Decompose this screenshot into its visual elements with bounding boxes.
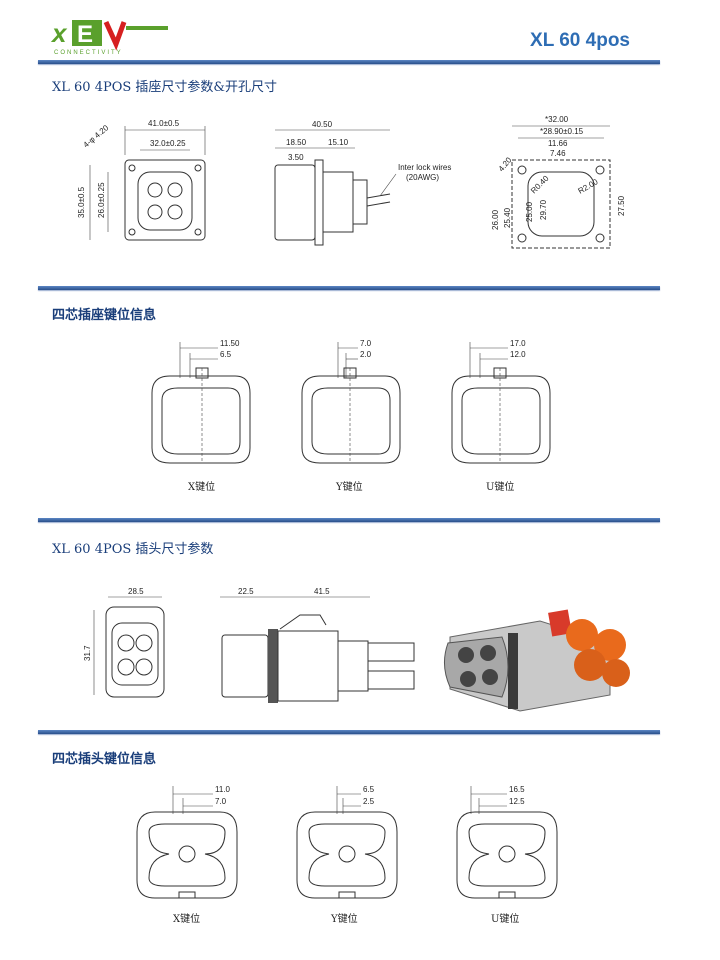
section-title-plug-keys: 四芯插头键位信息 [52, 752, 157, 767]
panel-cutout-view: *32.00 *28.90±0.15 11.66 7.46 4.20 26.00… [491, 115, 626, 249]
logo-x-letter: x [50, 18, 68, 48]
section-divider [38, 286, 660, 290]
logo-subtitle: CONNECTIVITY [54, 50, 123, 56]
plug-dim-rear: 41.5 [314, 587, 330, 596]
key-label-y: Y键位 [330, 912, 358, 925]
seal-ring [268, 629, 278, 703]
socket-drawings: 41.0±0.5 32.0±0.25 4-φ 4.20 35.0±0.5 26.… [77, 115, 626, 249]
cutout-dim-8: 29.70 [539, 199, 548, 220]
plug-drawings: 28.5 31.7 22.5 41.5 [83, 587, 630, 712]
logo-bar [126, 26, 168, 30]
plug-key-x: 11.0 7.0 X键位 [136, 785, 238, 925]
plug-dim-front: 22.5 [238, 587, 254, 596]
section-title-socket-keys: 四芯插座键位信息 [52, 308, 157, 323]
key-dim-1: 6.5 [363, 785, 375, 794]
plug-key-drawings: 11.0 7.0 X键位 6.5 2.5 Y键位 16.5 12.5 U键位 [136, 785, 558, 925]
plug-key-u: 16.5 12.5 U键位 [456, 785, 558, 925]
key-dim-2: 2.5 [363, 797, 375, 806]
cutout-dim-9: 27.50 [617, 195, 626, 216]
socket-key-x: 11.50 6.5 X键位 [151, 339, 251, 493]
cutout-dim-5: 26.00 [491, 209, 500, 230]
key-dim-1: 16.5 [509, 785, 525, 794]
cutout-dim-r1: R0.40 [529, 174, 551, 196]
cutout-dim-6: 25.40 [503, 207, 512, 228]
dim-front-length: 18.50 [286, 138, 307, 147]
plug-dim-width: 28.5 [128, 587, 144, 596]
socket-key-y: 7.0 2.0 Y键位 [301, 339, 401, 493]
cutout-dim-2: *28.90±0.15 [540, 127, 584, 136]
plug-side-view: 22.5 41.5 [220, 587, 415, 703]
cutout-dim-hole: 4.20 [497, 155, 514, 173]
key-dim-2: 7.0 [215, 797, 227, 806]
cutout-dim-r2: R2.00 [577, 177, 600, 196]
plug-key-y: 6.5 2.5 Y键位 [296, 785, 398, 925]
key-dim-2: 6.5 [220, 350, 232, 359]
brand-logo: x E CONNECTIVITY [50, 18, 168, 56]
key-label-x: X键位 [188, 480, 215, 493]
dim-width-outer: 41.0±0.5 [148, 119, 180, 128]
cutout-dim-4: 7.46 [550, 149, 566, 158]
key-label-u: U键位 [491, 912, 519, 925]
logo-v-mark [103, 20, 127, 51]
plug-front-view: 28.5 31.7 [83, 587, 165, 698]
socket-side-view: 40.50 18.50 15.10 3.50 Inter lock wires … [274, 120, 451, 246]
dim-length: 40.50 [312, 120, 333, 129]
key-label-x: X键位 [173, 912, 200, 925]
dim-width-inner: 32.0±0.25 [150, 139, 186, 148]
section-divider [38, 730, 660, 734]
key-dim-2: 12.0 [510, 350, 526, 359]
section-title-socket-dims: XL 60 4POS 插座尺寸参数&开孔尺寸 [52, 80, 277, 95]
socket-key-u: 17.0 12.0 U键位 [451, 339, 551, 493]
dim-hole: 4-φ 4.20 [82, 123, 111, 150]
dim-height-inner: 26.0±0.25 [97, 182, 106, 218]
section-divider [38, 60, 660, 64]
cutout-dim-7: 25.00 [525, 201, 534, 222]
plug-dim-height: 31.7 [83, 645, 92, 661]
key-dim-2: 2.0 [360, 350, 372, 359]
dim-height-outer: 35.0±0.5 [77, 186, 86, 218]
key-dim-1: 17.0 [510, 339, 526, 348]
key-dim-2: 12.5 [509, 797, 525, 806]
key-dim-1: 11.0 [215, 785, 231, 794]
plug-3d-render [444, 609, 630, 712]
key-label-y: Y键位 [335, 480, 363, 493]
key-dim-1: 11.50 [220, 339, 240, 348]
dim-flange: 3.50 [288, 153, 304, 162]
logo-e-letter: E [77, 21, 93, 48]
socket-front-view: 41.0±0.5 32.0±0.25 4-φ 4.20 35.0±0.5 26.… [77, 119, 206, 241]
section-title-plug-dims: XL 60 4POS 插头尺寸参数 [52, 542, 214, 557]
cutout-dim-3: 11.66 [548, 139, 568, 148]
logo-e-block [72, 20, 102, 46]
document-title: XL 60 4pos [530, 30, 630, 51]
key-label-u: U键位 [486, 480, 514, 493]
socket-key-drawings: 11.50 6.5 X键位 7.0 2.0 Y键位 17.0 12.0 U键位 [151, 339, 551, 493]
cutout-dim-1: *32.00 [545, 115, 569, 124]
key-dim-1: 7.0 [360, 339, 372, 348]
interlock-note: Inter lock wires [398, 163, 451, 172]
section-divider [38, 518, 660, 522]
interlock-awg: (20AWG) [406, 173, 439, 182]
dim-rear-length: 15.10 [328, 138, 349, 147]
